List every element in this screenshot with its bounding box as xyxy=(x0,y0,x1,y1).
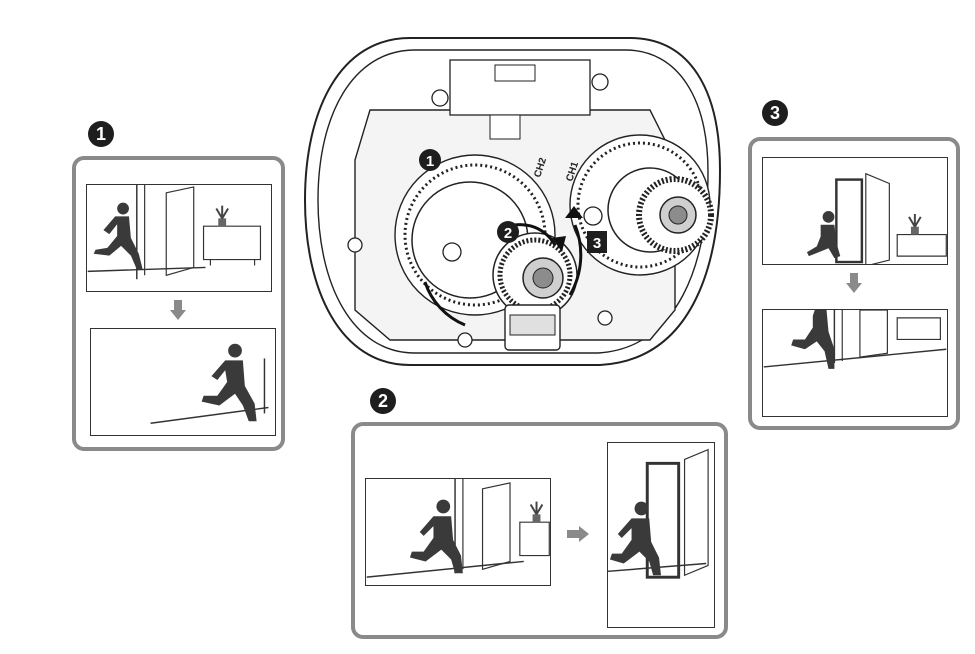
scene-frame-after xyxy=(90,328,276,436)
door-icon xyxy=(865,172,890,264)
arrow-down-icon xyxy=(170,300,186,320)
door-icon xyxy=(859,310,888,358)
person-running-icon xyxy=(93,202,143,270)
table-icon xyxy=(519,521,550,557)
plant-icon xyxy=(908,213,922,235)
lens-ch2 xyxy=(394,154,578,318)
person-running-icon xyxy=(609,501,661,576)
step-badge-3: 3 xyxy=(762,100,788,126)
step-2-panel xyxy=(351,422,728,639)
person-running-icon xyxy=(791,310,835,369)
scene-frame-vertical xyxy=(607,442,715,628)
person-running-icon xyxy=(806,211,841,259)
camera-illustration: CH2 CH1 1 2 3 xyxy=(303,37,722,366)
scene-frame-level xyxy=(762,157,948,265)
door-icon xyxy=(165,186,195,277)
person-running-icon xyxy=(409,499,463,574)
plant-icon xyxy=(529,501,544,523)
step-1-panel xyxy=(72,156,285,451)
door-icon xyxy=(683,448,709,577)
door-icon xyxy=(481,482,511,571)
svg-text:3: 3 xyxy=(593,235,601,252)
scene-frame-rotated xyxy=(762,309,948,417)
lens-ch1 xyxy=(569,134,714,276)
plant-icon xyxy=(215,205,229,227)
table-icon xyxy=(896,233,947,257)
scene-frame-wide xyxy=(365,478,551,586)
table-icon xyxy=(896,317,941,341)
rotate-arrow-icon xyxy=(565,206,583,218)
svg-text:2: 2 xyxy=(504,225,512,242)
step-3-panel xyxy=(748,137,960,430)
callout-2: 2 xyxy=(497,221,519,243)
rotate-arrow-icon xyxy=(552,236,566,252)
person-running-icon xyxy=(201,343,257,422)
callout-1: 1 xyxy=(419,149,441,171)
arrow-down-icon xyxy=(846,273,862,293)
table-icon xyxy=(202,225,262,266)
arrow-right-icon xyxy=(567,526,589,542)
scene-frame-before xyxy=(86,184,272,292)
svg-text:1: 1 xyxy=(426,153,434,170)
callout-3: 3 xyxy=(587,231,607,253)
step-badge-2: 2 xyxy=(370,388,396,414)
step-badge-1: 1 xyxy=(88,121,114,147)
